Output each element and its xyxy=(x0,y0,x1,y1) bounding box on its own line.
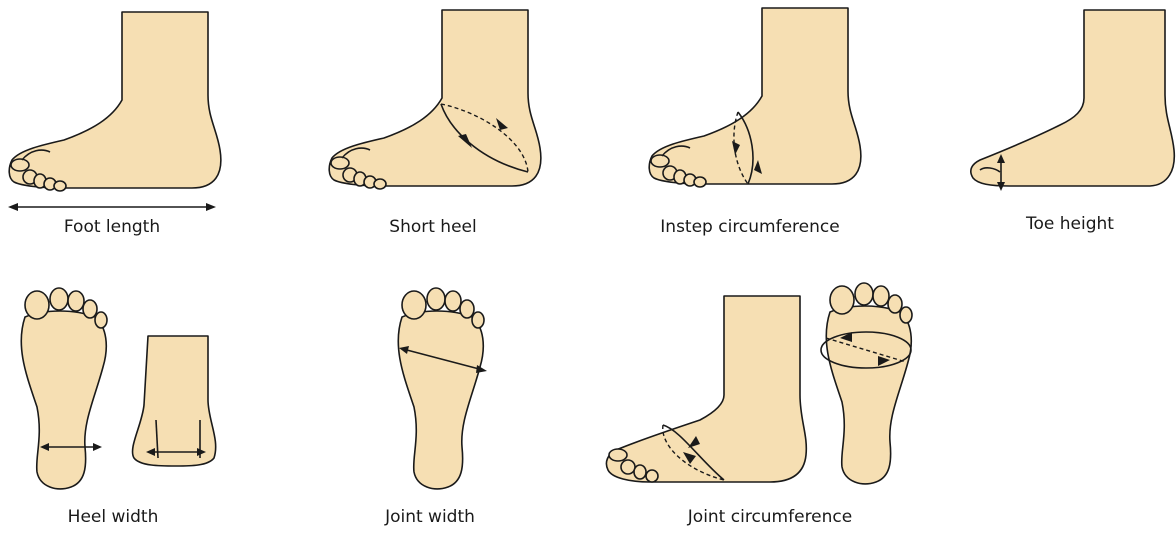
label-short-heel: Short heel xyxy=(389,217,476,237)
foot-length-figure xyxy=(8,12,221,211)
label-joint-width: Joint width xyxy=(385,507,475,527)
label-foot-length: Foot length xyxy=(64,217,160,237)
label-heel-width: Heel width xyxy=(68,507,159,527)
heel-width-figure xyxy=(21,288,215,489)
instep-circumference-figure xyxy=(649,8,861,187)
label-joint-circumference: Joint circumference xyxy=(688,507,852,527)
toe-height-figure xyxy=(971,10,1175,191)
label-toe-height: Toe height xyxy=(1026,214,1114,234)
short-heel-figure xyxy=(329,10,541,189)
joint-circumference-figure xyxy=(606,283,912,484)
joint-width-figure xyxy=(398,288,487,489)
label-instep-circumference: Instep circumference xyxy=(660,217,839,237)
